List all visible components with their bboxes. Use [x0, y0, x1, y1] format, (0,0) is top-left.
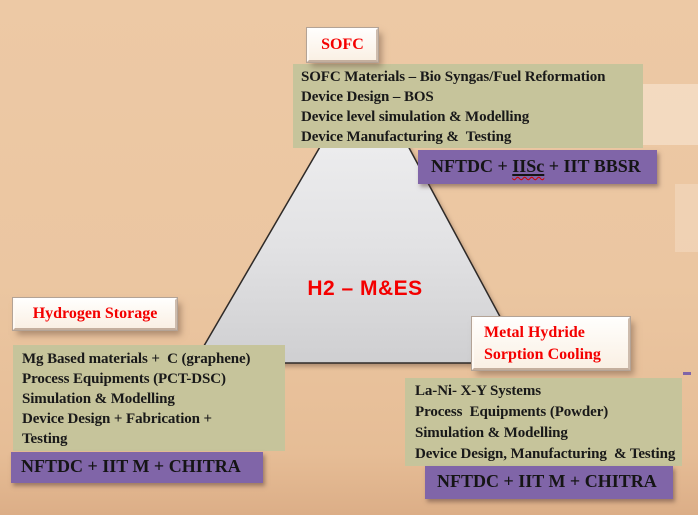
hydrogen-storage-detail-line: Simulation & Modelling	[22, 391, 175, 407]
hydrogen-storage-detail-line: Device Design + Fabrication +	[22, 411, 212, 427]
sofc-title-text: SOFC	[321, 36, 364, 53]
hydrogen-storage-title-box: Hydrogen Storage	[13, 298, 177, 330]
sofc-details-panel: SOFC Materials – Bio Syngas/Fuel Reforma…	[293, 64, 643, 148]
hydrogen-storage-partners-text: NFTDC + IIT M + CHITRA	[21, 456, 241, 476]
background-light-patch-right	[675, 184, 698, 252]
sofc-detail-line: Device level simulation & Modelling	[301, 109, 530, 125]
hydrogen-storage-detail-line: Process Equipments (PCT-DSC)	[22, 371, 226, 387]
hydrogen-storage-detail-line: Testing	[22, 431, 68, 447]
metal-hydride-partners-badge: NFTDC + IIT M + CHITRA	[425, 466, 673, 499]
metal-hydride-title-text: Metal Hydride Sorption Cooling	[484, 324, 601, 363]
metal-hydride-title-box: Metal Hydride Sorption Cooling	[472, 317, 630, 370]
sofc-partners-badge: NFTDC + IISc + IIT BBSR	[418, 150, 657, 184]
purple-dash-artifact	[683, 372, 691, 375]
sofc-partners-highlight: IISc	[512, 156, 545, 176]
sofc-title-box: SOFC	[307, 28, 378, 62]
metal-hydride-details-panel: La-Ni- X-Y Systems Process Equipments (P…	[405, 378, 682, 466]
metal-hydride-detail-line: Process Equipments (Powder)	[415, 404, 609, 420]
metal-hydride-detail-line: Simulation & Modelling	[415, 425, 568, 441]
hydrogen-storage-partners-badge: NFTDC + IIT M + CHITRA	[11, 452, 263, 483]
metal-hydride-partners-text: NFTDC + IIT M + CHITRA	[437, 471, 657, 491]
background-light-patch	[643, 84, 698, 145]
metal-hydride-detail-line: La-Ni- X-Y Systems	[415, 383, 541, 399]
sofc-partners-prefix: NFTDC +	[431, 156, 513, 176]
sofc-detail-line: Device Manufacturing & Testing	[301, 129, 512, 145]
sofc-detail-line: Device Design – BOS	[301, 89, 434, 105]
hydrogen-storage-details-panel: Mg Based materials + C (graphene) Proces…	[13, 345, 285, 451]
hydrogen-storage-detail-line: Mg Based materials + C (graphene)	[22, 351, 251, 367]
sofc-partners-suffix: + IIT BBSR	[544, 156, 641, 176]
pyramid-center-label: H2 – M&ES	[307, 277, 423, 300]
sofc-detail-line: SOFC Materials – Bio Syngas/Fuel Reforma…	[301, 69, 606, 85]
hydrogen-storage-title-text: Hydrogen Storage	[32, 305, 158, 322]
metal-hydride-detail-line: Device Design, Manufacturing & Testing	[415, 446, 676, 462]
